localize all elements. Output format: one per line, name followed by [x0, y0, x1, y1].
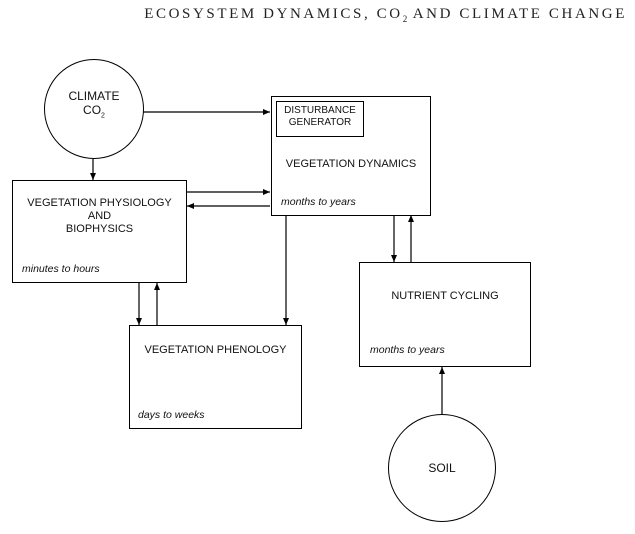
- disturbance-label: DISTURBANCE: [284, 105, 356, 116]
- header-title-pre: ECOSYSTEM DYNAMICS, CO: [144, 6, 403, 22]
- disturbance-generator-box: DISTURBANCE GENERATOR: [276, 101, 364, 137]
- header-title-sub: 2: [402, 14, 408, 24]
- vegetation-phenology-label: VEGETATION PHENOLOGY: [144, 344, 287, 356]
- page-header: ECOSYSTEM DYNAMICS, CO2 AND CLIMATE CHAN…: [0, 6, 627, 24]
- soil-node: SOIL: [388, 414, 496, 522]
- header-title-post: AND CLIMATE CHANGE: [407, 6, 627, 22]
- co2-label: CO: [83, 103, 102, 117]
- generator-label: GENERATOR: [288, 117, 352, 128]
- co2-subscript: 2: [101, 112, 105, 120]
- climate-label: CLIMATE: [68, 89, 120, 103]
- nutrient-cycling-label: NUTRIENT CYCLING: [391, 290, 499, 302]
- physiology-label-line3: BIOPHYSICS: [65, 223, 134, 235]
- soil-label: SOIL: [428, 461, 456, 475]
- vegetation-dynamics-box: DISTURBANCE GENERATOR VEGETATION DYNAMIC…: [271, 96, 431, 216]
- vegetation-dynamics-label: VEGETATION DYNAMICS: [285, 158, 417, 170]
- climate-node: CLIMATE CO2: [44, 59, 144, 159]
- vegetation-phenology-box: VEGETATION PHENOLOGY days to weeks: [129, 325, 302, 429]
- vegetation-dynamics-time: months to years: [281, 196, 356, 208]
- physiology-label-line1: VEGETATION PHYSIOLOGY: [27, 197, 172, 209]
- vegetation-physiology-time: minutes to hours: [22, 263, 100, 275]
- nutrient-cycling-time: months to years: [370, 344, 445, 356]
- vegetation-physiology-box: VEGETATION PHYSIOLOGY AND BIOPHYSICS min…: [12, 180, 187, 283]
- nutrient-cycling-box: NUTRIENT CYCLING months to years: [359, 262, 531, 367]
- physiology-label-line2: AND: [87, 210, 112, 222]
- vegetation-phenology-time: days to weeks: [138, 409, 205, 421]
